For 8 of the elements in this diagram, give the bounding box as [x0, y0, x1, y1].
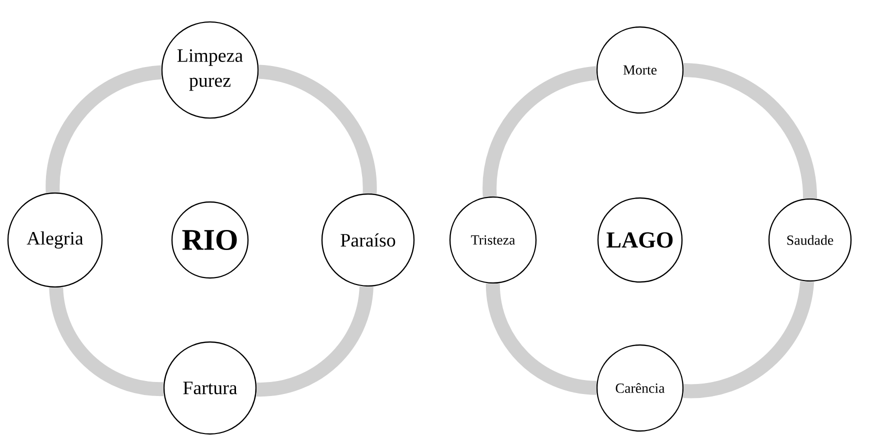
ring-arc — [482, 66, 598, 197]
ring-arc — [256, 286, 374, 397]
ring-arc — [46, 65, 162, 193]
ring-arc — [258, 64, 377, 194]
ring-arc — [683, 63, 817, 199]
ring-arc — [683, 280, 814, 398]
ring-arc — [486, 283, 597, 395]
ring-arc — [49, 286, 164, 396]
